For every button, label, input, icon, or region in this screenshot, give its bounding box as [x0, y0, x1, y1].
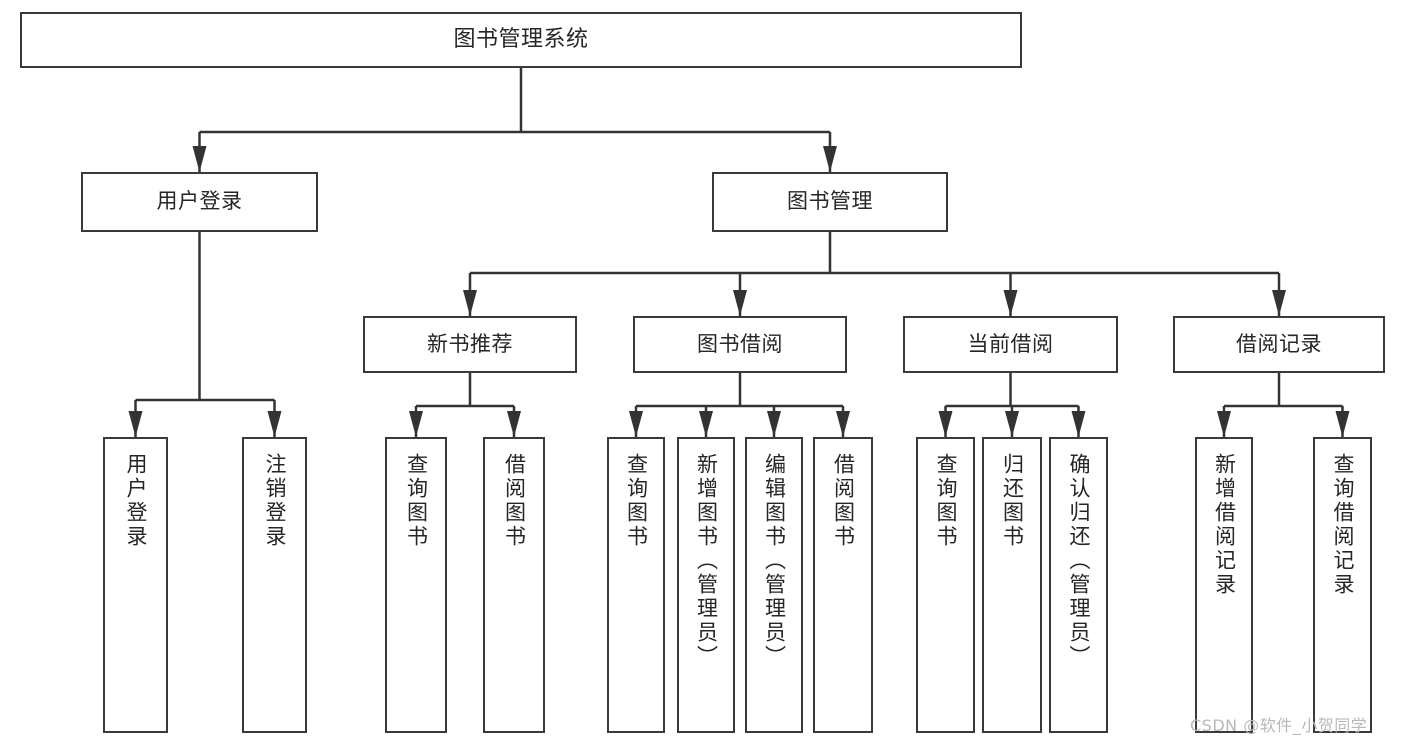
node-leaf-cb-return[interactable]: 归还图书 [982, 437, 1042, 733]
node-new-book-rec[interactable]: 新书推荐 [363, 316, 577, 373]
watermark-text: CSDN @软件_小贺同学 [1190, 716, 1368, 735]
node-label-leaf-rec-borrow: 借阅图书 [502, 453, 527, 549]
arrowhead-leaf-rec-query [409, 411, 423, 437]
arrowhead-book-borrow [733, 290, 747, 316]
node-label-book-borrow: 图书借阅 [697, 331, 783, 356]
node-label-leaf-cb-confirm: 确认归还（管理员） [1067, 453, 1091, 669]
arrowhead-leaf-rec-borrow [507, 411, 521, 437]
node-leaf-cb-query[interactable]: 查询图书 [916, 437, 975, 733]
node-borrow-record[interactable]: 借阅记录 [1173, 316, 1385, 373]
node-label-leaf-cb-return: 归还图书 [1000, 453, 1025, 549]
node-label-current-borrow: 当前借阅 [967, 331, 1054, 356]
node-book-borrow[interactable]: 图书借阅 [633, 316, 847, 373]
arrowhead-leaf-bb-edit [767, 411, 781, 437]
arrowhead-leaf-bb-borrow [836, 411, 850, 437]
arrowhead-leaf-cb-return [1005, 411, 1019, 437]
node-leaf-br-query[interactable]: 查询借阅记录 [1313, 437, 1372, 733]
arrowhead-user-login [192, 146, 207, 172]
arrowhead-leaf-cb-confirm [1071, 411, 1086, 437]
node-leaf-rec-query[interactable]: 查询图书 [385, 437, 447, 733]
node-label-leaf-bb-edit: 编辑图书（管理员） [762, 453, 787, 669]
node-leaf-bb-query[interactable]: 查询图书 [607, 437, 665, 733]
node-current-borrow[interactable]: 当前借阅 [903, 316, 1118, 373]
node-label-root: 图书管理系统 [453, 26, 589, 52]
node-label-leaf-user-logout: 注销登录 [263, 453, 287, 549]
node-leaf-bb-edit[interactable]: 编辑图书（管理员） [745, 437, 803, 733]
node-label-leaf-br-add: 新增借阅记录 [1212, 453, 1237, 597]
node-leaf-user-logout[interactable]: 注销登录 [242, 437, 307, 733]
arrowhead-current-borrow [1003, 290, 1018, 316]
arrowhead-leaf-br-query [1335, 411, 1350, 437]
node-leaf-rec-borrow[interactable]: 借阅图书 [483, 437, 545, 733]
node-leaf-cb-confirm[interactable]: 确认归还（管理员） [1049, 437, 1108, 733]
node-leaf-br-add[interactable]: 新增借阅记录 [1195, 437, 1253, 733]
arrowhead-borrow-record [1272, 290, 1286, 316]
arrowhead-leaf-user-login [128, 411, 143, 437]
node-label-borrow-record: 借阅记录 [1236, 331, 1322, 356]
node-leaf-bb-borrow[interactable]: 借阅图书 [813, 437, 873, 733]
node-book-manage[interactable]: 图书管理 [712, 172, 948, 232]
arrowhead-leaf-user-logout [267, 411, 282, 437]
node-label-leaf-br-query: 查询借阅记录 [1331, 453, 1355, 597]
arrowhead-leaf-bb-query [629, 411, 643, 437]
node-label-book-manage: 图书管理 [787, 189, 873, 214]
node-leaf-user-login[interactable]: 用户登录 [103, 437, 168, 733]
arrowhead-leaf-cb-query [938, 411, 953, 437]
node-root[interactable]: 图书管理系统 [20, 12, 1022, 68]
arrowhead-book-manage [823, 146, 837, 172]
node-label-user-login: 用户登录 [156, 189, 243, 214]
node-label-leaf-cb-query: 查询图书 [934, 453, 958, 549]
arrowhead-leaf-bb-add [699, 411, 713, 437]
arrowhead-new-book-rec [463, 290, 477, 316]
node-leaf-bb-add[interactable]: 新增图书（管理员） [677, 437, 735, 733]
node-label-new-book-rec: 新书推荐 [427, 331, 513, 356]
node-label-leaf-user-login: 用户登录 [124, 453, 148, 549]
node-user-login[interactable]: 用户登录 [81, 172, 318, 232]
node-label-leaf-rec-query: 查询图书 [404, 453, 429, 549]
node-label-leaf-bb-borrow: 借阅图书 [831, 453, 856, 549]
node-label-leaf-bb-query: 查询图书 [624, 453, 649, 549]
arrowhead-leaf-br-add [1217, 411, 1231, 437]
node-label-leaf-bb-add: 新增图书（管理员） [694, 453, 719, 669]
